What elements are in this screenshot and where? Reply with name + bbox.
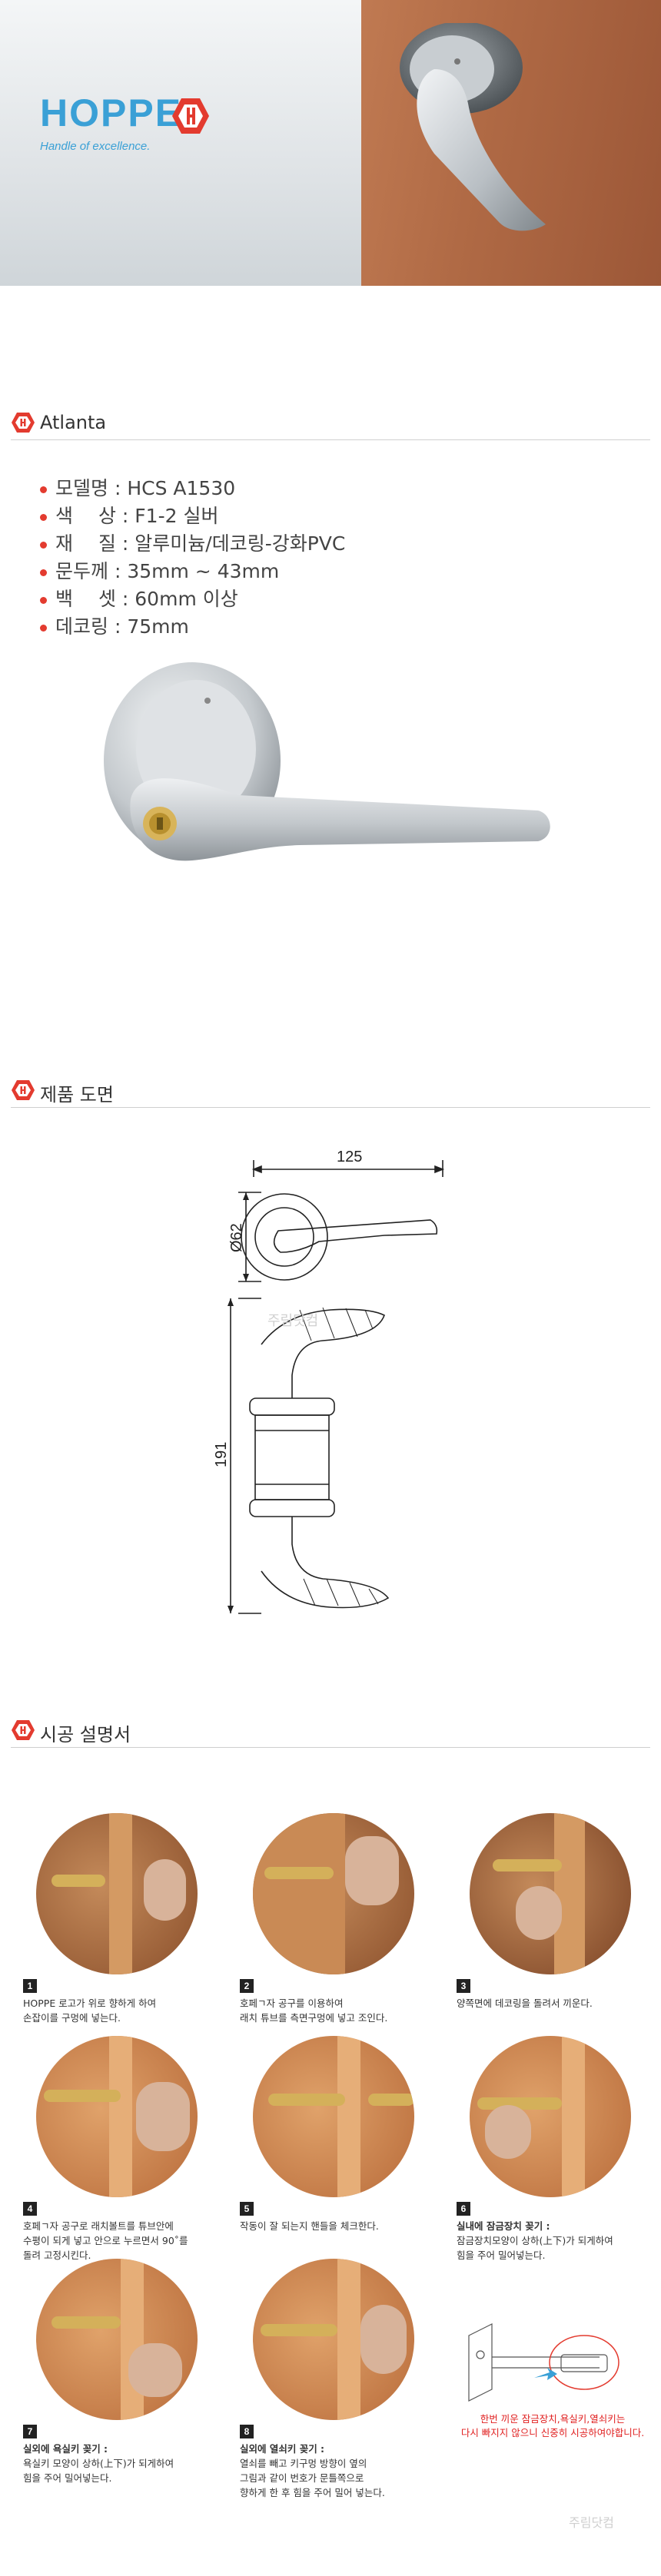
- step-title: 실외에 열쇠키 꽂기 :: [240, 2443, 325, 2455]
- note-line: 한번 끼운 잠금장치,욕실키,열쇠키는: [480, 2413, 626, 2425]
- spec-value: F1-2 실버: [135, 505, 219, 527]
- spec-value: 35mm ~ 43mm: [127, 560, 280, 582]
- step-number: 7: [23, 2425, 37, 2438]
- step-line: 욕실키 모양이 상하(上下)가 되게하여: [23, 2458, 174, 2469]
- hoppe-logo-icon: [172, 98, 209, 134]
- step-photo: [36, 1813, 198, 1974]
- dim-diameter-label: Ø62: [228, 1223, 245, 1252]
- lock-cylinder-diagram: [468, 2323, 619, 2402]
- step-line: 향하게 한 후 힘을 주어 밀어 넣는다.: [240, 2487, 385, 2498]
- divider: [11, 1747, 650, 1748]
- step-line: 힘을 주어 밀어넣는다.: [23, 2472, 112, 2484]
- step-text: 양쪽면에 데코링을 돌려서 끼운다.: [457, 1996, 593, 2011]
- step-photo: [253, 2036, 414, 2197]
- section-header-drawing: 제품 도면: [0, 1073, 661, 1109]
- step-photo: [36, 2259, 198, 2420]
- section-title-product: Atlanta: [40, 412, 107, 433]
- step-number: 6: [457, 2202, 470, 2216]
- step-photo: [253, 1813, 414, 1974]
- dim-height-label: 191: [213, 1442, 230, 1467]
- section-title-drawing: 제품 도면: [40, 1084, 114, 1106]
- spec-item: 모델명 : HCS A1530: [40, 475, 345, 502]
- step-photo: [253, 2259, 414, 2420]
- spec-item: 색 상 : F1-2 실버: [40, 502, 345, 530]
- technical-drawing: 125 Ø62 191 주림닷컴: [213, 1149, 445, 1614]
- step-line: 수평이 되게 넣고 안으로 누르면서 90˚를: [23, 2235, 188, 2246]
- spec-key: 재 질: [55, 532, 116, 555]
- step-photo: [470, 1813, 631, 1974]
- hero-handle-image: [400, 23, 546, 231]
- divider: [11, 1107, 650, 1108]
- step-photo: [470, 2036, 631, 2197]
- divider: [11, 439, 650, 440]
- spec-item: 문두께 : 35mm ~ 43mm: [40, 558, 345, 585]
- section-title-install: 시공 설명서: [40, 1724, 131, 1746]
- section-header-product: Atlanta: [0, 406, 661, 441]
- spec-item: 재 질 : 알루미늄/데코링-강화PVC: [40, 530, 345, 558]
- step-number: 1: [23, 1979, 37, 1993]
- install-warning-note: 한번 끼운 잠금장치,욕실키,열쇠키는 다시 빠지지 않으니 신중히 시공하여야…: [457, 2412, 649, 2440]
- step-line: 잠금장치모양이 상하(上下)가 되게하여: [457, 2235, 613, 2246]
- section-header-install: 시공 설명서: [0, 1713, 661, 1749]
- spec-key: 데코링: [55, 615, 109, 638]
- spec-key: 백 셋: [55, 588, 116, 610]
- step-line: 힘을 주어 밀어넣는다.: [457, 2249, 546, 2261]
- note-line: 다시 빠지지 않으니 신중히 시공하여야합니다.: [460, 2427, 645, 2438]
- spec-value: 60mm 이상: [135, 588, 238, 610]
- spec-key: 문두께: [55, 560, 109, 582]
- step-line: 양쪽면에 데코링을 돌려서 끼운다.: [457, 1997, 593, 2009]
- hoppe-hex-icon: [12, 413, 35, 433]
- step-photo: [36, 2036, 198, 2197]
- spec-value: 75mm: [127, 615, 189, 638]
- spec-item: 데코링 : 75mm: [40, 613, 345, 641]
- hoppe-hex-icon: [12, 1720, 35, 1740]
- step-number: 3: [457, 1979, 470, 1993]
- step-line: 돌려 고정시킨다.: [23, 2249, 91, 2261]
- step-line: 열쇠를 빼고 키구멍 방향이 옆의: [240, 2458, 367, 2469]
- spec-key: 모델명: [55, 477, 109, 499]
- step-title: 실내에 잠금장치 꽂기 :: [457, 2220, 550, 2232]
- step-line: 그림과 같이 번호가 문틀쪽으로: [240, 2472, 364, 2484]
- brand-logo-text: HOPPE: [40, 91, 183, 134]
- step-line: 손잡이를 구멍에 넣는다.: [23, 2012, 121, 2024]
- step-line: 작동이 잘 되는지 핸들을 체크한다.: [240, 2220, 379, 2232]
- spec-value: HCS A1530: [127, 477, 236, 499]
- step-line: 래치 튜브를 측면구멍에 넣고 조인다.: [240, 2012, 388, 2024]
- brand-tagline: Handle of excellence.: [40, 140, 151, 153]
- step-line: HOPPE 로고가 위로 향하게 하여: [23, 1997, 157, 2009]
- spec-value: 알루미늄/데코링-강화PVC: [135, 532, 346, 555]
- step-line: 호페ㄱ자 공구로 래치볼트를 튜브안에: [23, 2220, 174, 2232]
- step-number: 5: [240, 2202, 254, 2216]
- install-step-5: 5 작동이 잘 되는지 핸들을 체크한다.: [240, 2036, 427, 2236]
- hero-wall: [0, 0, 361, 286]
- spec-item: 백 셋 : 60mm 이상: [40, 585, 345, 613]
- product-photo: [104, 662, 550, 861]
- spec-list: 모델명 : HCS A1530 색 상 : F1-2 실버 재 질 : 알루미늄…: [40, 475, 345, 641]
- install-step-3: 3 양쪽면에 데코링을 돌려서 끼운다.: [457, 1813, 644, 2009]
- footer-watermark: 주림닷컴: [569, 2515, 614, 2530]
- step-line: 호페ㄱ자 공구를 이용하여: [240, 1997, 344, 2009]
- step-number: 8: [240, 2425, 254, 2438]
- step-number: 4: [23, 2202, 37, 2216]
- watermark: 주림닷컴: [267, 1313, 318, 1328]
- hoppe-hex-icon: [12, 1080, 35, 1100]
- step-title: 실외에 욕실키 꽂기 :: [23, 2443, 108, 2455]
- spec-key: 색 상: [55, 505, 116, 527]
- step-text: 작동이 잘 되는지 핸들을 체크한다.: [240, 2219, 379, 2233]
- hero-banner: HOPPE Handle of excellence.: [0, 0, 661, 286]
- dim-width-label: 125: [337, 1149, 362, 1165]
- step-number: 2: [240, 1979, 254, 1993]
